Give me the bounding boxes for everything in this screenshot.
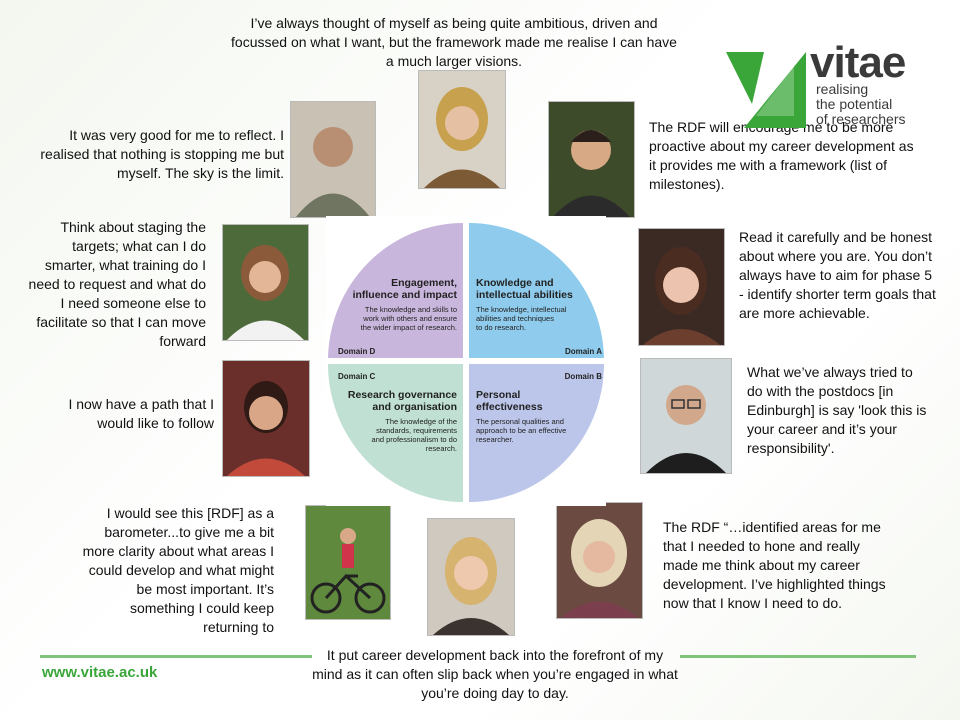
domain-b-desc-1: The personal qualities and bbox=[476, 417, 564, 426]
photo-bald-man bbox=[290, 101, 376, 218]
quote-postdocs: What we’ve always tried to do with the p… bbox=[747, 364, 927, 456]
domain-c-desc-4: research. bbox=[426, 444, 457, 453]
domain-b-desc-3: researcher. bbox=[476, 435, 514, 444]
footer-line-left bbox=[40, 655, 312, 658]
quote-read: Read it carefully and be honest about wh… bbox=[739, 229, 936, 321]
person-photo-icon bbox=[306, 506, 390, 619]
quote-reflect: It was very good for me to reflect. I re… bbox=[40, 127, 284, 181]
photo-man-glasses bbox=[640, 358, 732, 474]
domain-c-label: Domain C bbox=[338, 372, 376, 381]
person-photo-icon bbox=[291, 102, 375, 217]
quote-bottom: It put career development back into the … bbox=[312, 647, 678, 701]
domain-b-title-2: effectiveness bbox=[476, 401, 543, 413]
domain-b-title-1: Personal bbox=[476, 389, 520, 401]
photo-woman-curly-hair bbox=[222, 224, 309, 341]
quote-barometer: I would see this [RDF] as a barometer...… bbox=[82, 505, 274, 635]
photo-blonde-woman-2 bbox=[427, 518, 515, 636]
domain-a-desc-3: to do research. bbox=[476, 323, 526, 332]
photo-smiling-man bbox=[548, 101, 635, 218]
person-photo-icon bbox=[428, 519, 514, 635]
quote-top: I’ve always thought of myself as being q… bbox=[231, 15, 677, 69]
domain-a-desc-2: abilities and techniques bbox=[476, 314, 554, 323]
photo-older-woman bbox=[556, 502, 643, 619]
vitae-logo-mark-icon bbox=[726, 52, 806, 128]
quote-identified: The RDF “…identified areas for me that I… bbox=[663, 519, 886, 611]
footer-url[interactable]: www.vitae.ac.uk bbox=[42, 664, 158, 681]
domain-a-quadrant bbox=[469, 223, 604, 358]
photo-woman-dark-hair bbox=[222, 360, 310, 477]
domain-d-label: Domain D bbox=[338, 347, 376, 356]
domain-b-label: Domain B bbox=[565, 372, 603, 381]
domain-b-desc-2: approach to be an effective bbox=[476, 426, 566, 435]
person-photo-icon bbox=[639, 229, 724, 345]
person-photo-icon bbox=[557, 503, 642, 618]
rdf-wheel-diagram: Engagement, influence and impact The kno… bbox=[326, 216, 606, 506]
domain-d-desc-2: work with others and ensure bbox=[362, 314, 457, 323]
domain-b-quadrant bbox=[469, 364, 604, 502]
domain-a-label: Domain A bbox=[565, 347, 602, 356]
domain-d-quadrant bbox=[328, 223, 463, 358]
photo-woman-bicycle bbox=[305, 505, 391, 620]
domain-c-title-1: Research governance bbox=[348, 389, 457, 401]
domain-a-title-2: intellectual abilities bbox=[476, 289, 573, 301]
person-photo-icon bbox=[223, 361, 309, 476]
domain-c-desc-3: and professionalism to do bbox=[372, 435, 457, 444]
domain-c-desc-2: standards, requirements bbox=[376, 426, 457, 435]
domain-c-desc-1: The knowledge of the bbox=[385, 417, 457, 426]
domain-a-title-1: Knowledge and bbox=[476, 277, 554, 289]
logo-tagline: realising the potential of researchers bbox=[816, 81, 906, 127]
domain-d-title-2: influence and impact bbox=[353, 289, 458, 301]
logo-wordmark: vitae bbox=[810, 38, 906, 87]
quote-path: I now have a path that I would like to f… bbox=[68, 396, 214, 431]
person-photo-icon bbox=[419, 71, 505, 188]
domain-a-desc-1: The knowledge, intellectual bbox=[476, 305, 567, 314]
domain-d-title-1: Engagement, bbox=[391, 277, 457, 289]
quote-staging: Think about staging the targets; what ca… bbox=[28, 219, 206, 349]
person-photo-icon bbox=[641, 359, 731, 473]
domain-d-desc-1: The knowledge and skills to bbox=[365, 305, 457, 314]
photo-young-woman bbox=[638, 228, 725, 346]
domain-c-quadrant bbox=[328, 364, 463, 502]
domain-d-desc-3: the wider impact of research. bbox=[361, 323, 457, 332]
person-photo-icon bbox=[549, 102, 634, 217]
domain-c-title-2: and organisation bbox=[372, 401, 457, 413]
photo-blonde-woman bbox=[418, 70, 506, 189]
footer-line-right bbox=[680, 655, 916, 658]
person-photo-icon bbox=[223, 225, 308, 340]
vitae-logo: vitae realising the potential of researc… bbox=[724, 38, 924, 140]
